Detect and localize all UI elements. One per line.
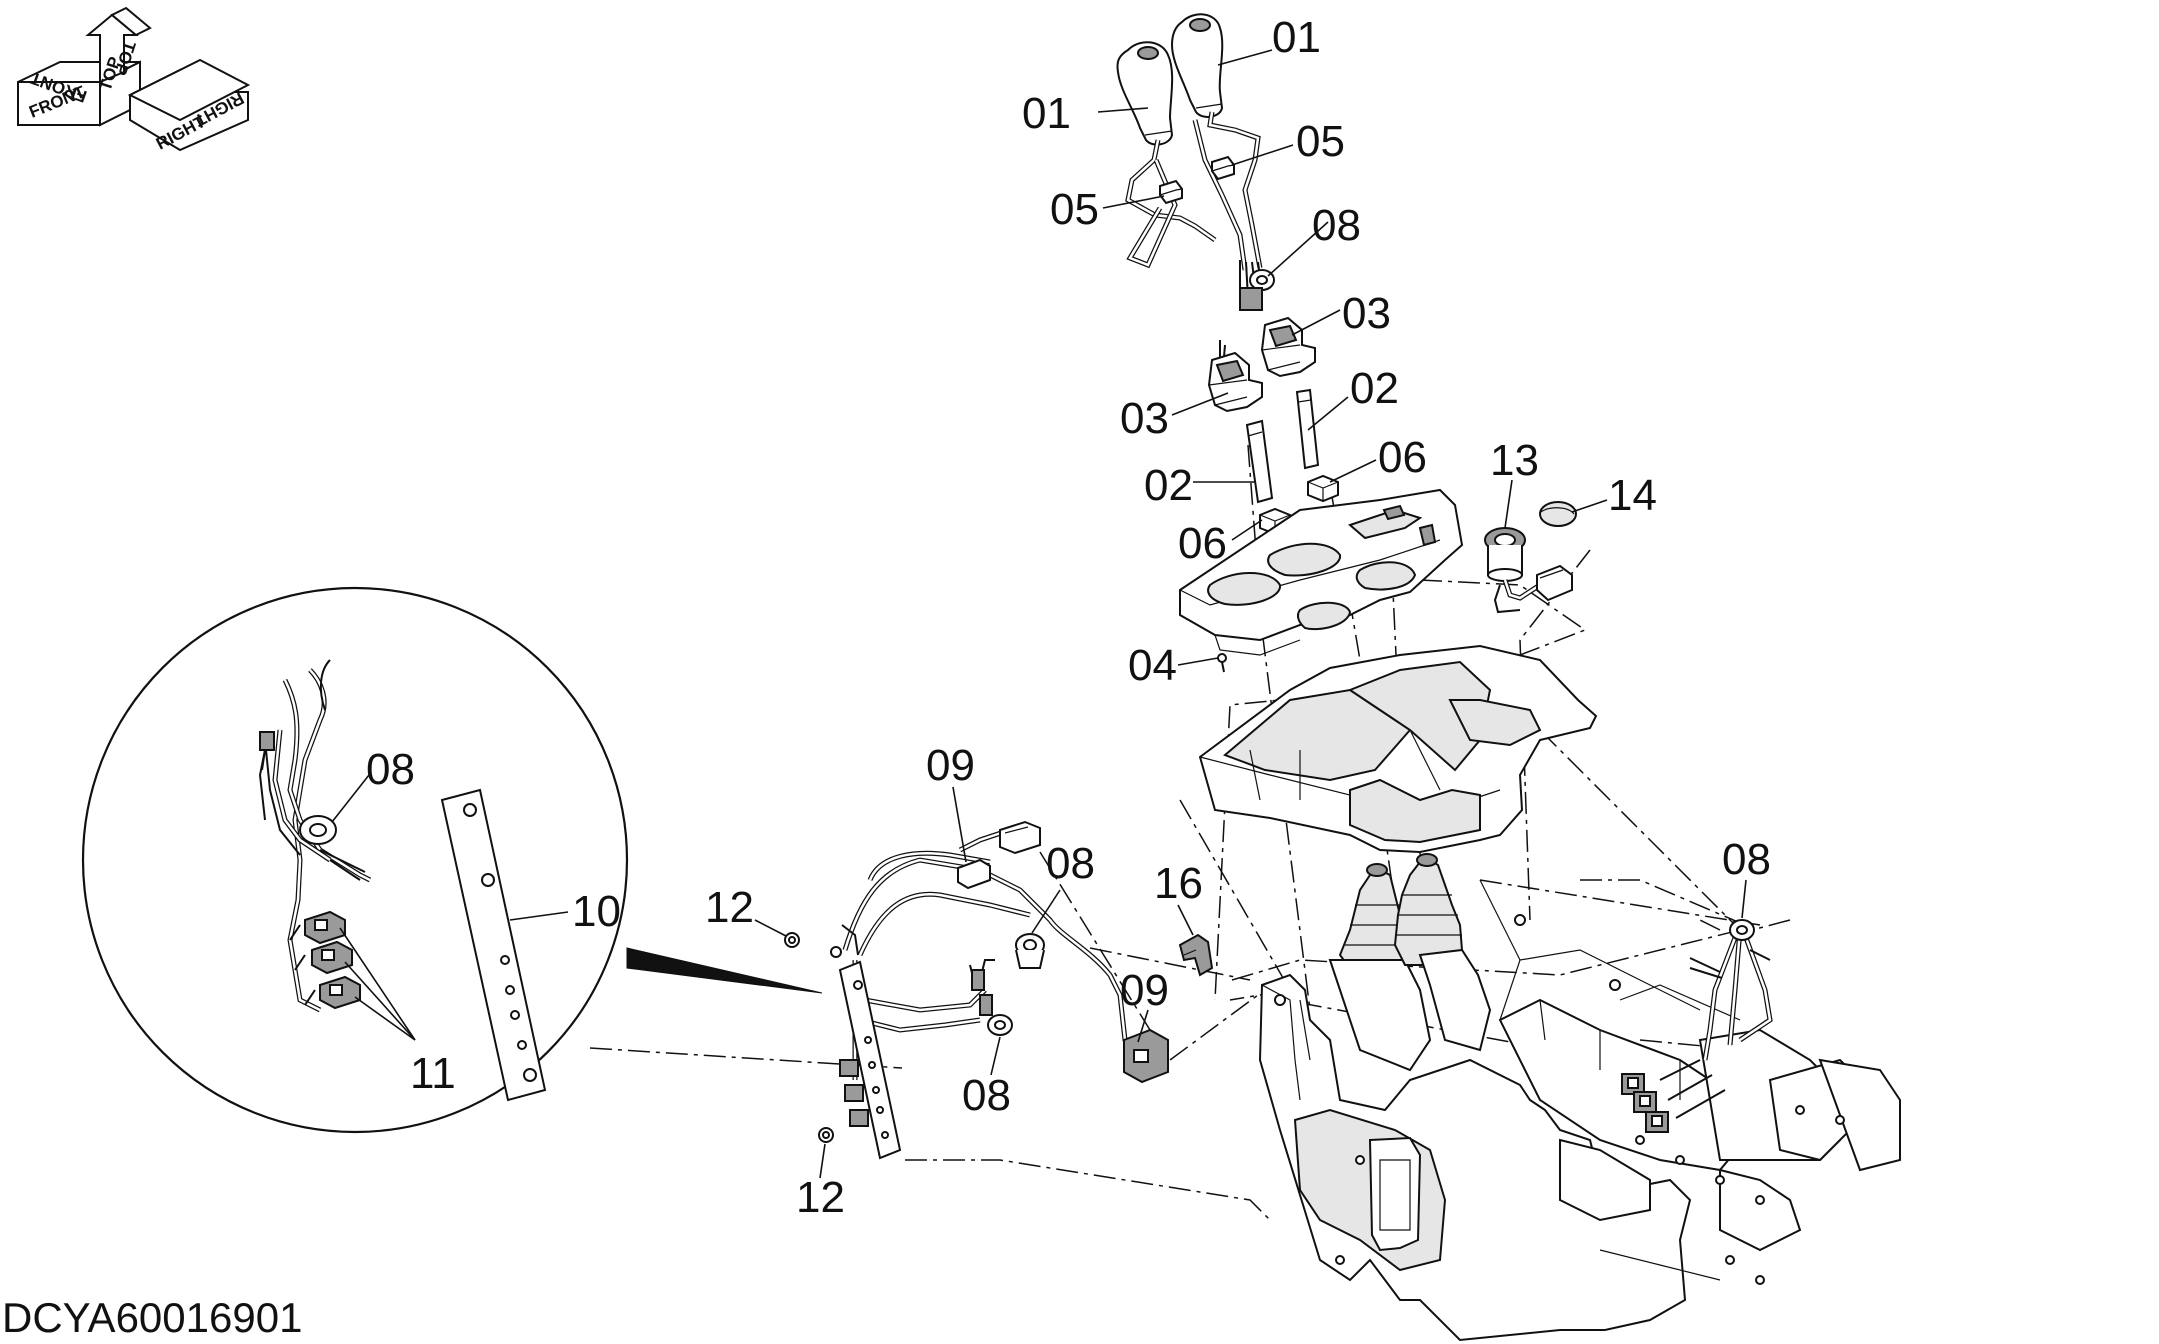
part-05-clip-left xyxy=(1159,179,1183,205)
callout-08-harness-clamp: 08 xyxy=(1046,839,1095,888)
part-16-elbow xyxy=(1178,933,1214,977)
callout-05-right: 05 xyxy=(1296,117,1345,166)
center-harness xyxy=(784,820,1169,1160)
callout-03-upper: 03 xyxy=(1342,289,1391,338)
callout-02-right: 02 xyxy=(1350,364,1399,413)
callout-06-right: 06 xyxy=(1378,433,1427,482)
callout-01-left: 01 xyxy=(1022,89,1071,138)
callout-09-lower: 09 xyxy=(1120,966,1169,1015)
console-body xyxy=(1198,644,1598,854)
part-05-clip-right xyxy=(1211,155,1235,181)
callout-01-right: 01 xyxy=(1272,13,1321,62)
callout-12-upper: 12 xyxy=(705,883,754,932)
part-03-boot-upper xyxy=(1260,316,1316,378)
pilot-valve-left xyxy=(1328,863,1432,1072)
callout-08-lower-grommet: 08 xyxy=(962,1071,1011,1120)
part-02-rod-left xyxy=(1245,419,1274,504)
callout-08-detail: 08 xyxy=(366,745,415,794)
orientation-indicator: FRONT FRONT TOP TOP RIGHT RIGHT xyxy=(17,6,251,154)
right-harness xyxy=(1621,919,1773,1133)
callout-labels: 01 01 05 05 08 03 03 02 02 06 06 13 14 0… xyxy=(366,13,1771,1222)
callout-10: 10 xyxy=(572,887,621,936)
callout-02-left: 02 xyxy=(1144,461,1193,510)
callout-08-right-grommet: 08 xyxy=(1722,835,1771,884)
callout-05-left: 05 xyxy=(1050,185,1099,234)
part-03-boot-lower xyxy=(1207,351,1263,413)
part-13-power-socket xyxy=(1484,527,1573,614)
callout-14: 14 xyxy=(1608,471,1657,520)
callout-13: 13 xyxy=(1490,436,1539,485)
mounting-frame xyxy=(1258,879,1901,1342)
callout-08-grip-harness: 08 xyxy=(1312,201,1361,250)
callout-12-lower: 12 xyxy=(796,1173,845,1222)
callout-09-upper: 09 xyxy=(926,741,975,790)
joystick-grip-left xyxy=(1116,41,1174,146)
part-14-cap xyxy=(1539,501,1577,527)
leader-lines xyxy=(331,49,1747,1179)
part-02-rod-right xyxy=(1295,388,1320,470)
callout-11: 11 xyxy=(410,1049,456,1098)
detail-view xyxy=(81,586,823,1134)
callout-04: 04 xyxy=(1128,641,1177,690)
console-top-cover xyxy=(1179,488,1464,656)
pilot-valve-right xyxy=(1393,853,1492,1052)
document-id: DCYA60016901 xyxy=(2,1294,302,1341)
callout-06-left: 06 xyxy=(1178,519,1227,568)
grip-wiring xyxy=(1125,111,1263,381)
joystick-grip-right xyxy=(1170,13,1224,118)
callout-16: 16 xyxy=(1154,859,1203,908)
part-04-screw xyxy=(1217,653,1227,673)
callout-03-lower: 03 xyxy=(1120,394,1169,443)
